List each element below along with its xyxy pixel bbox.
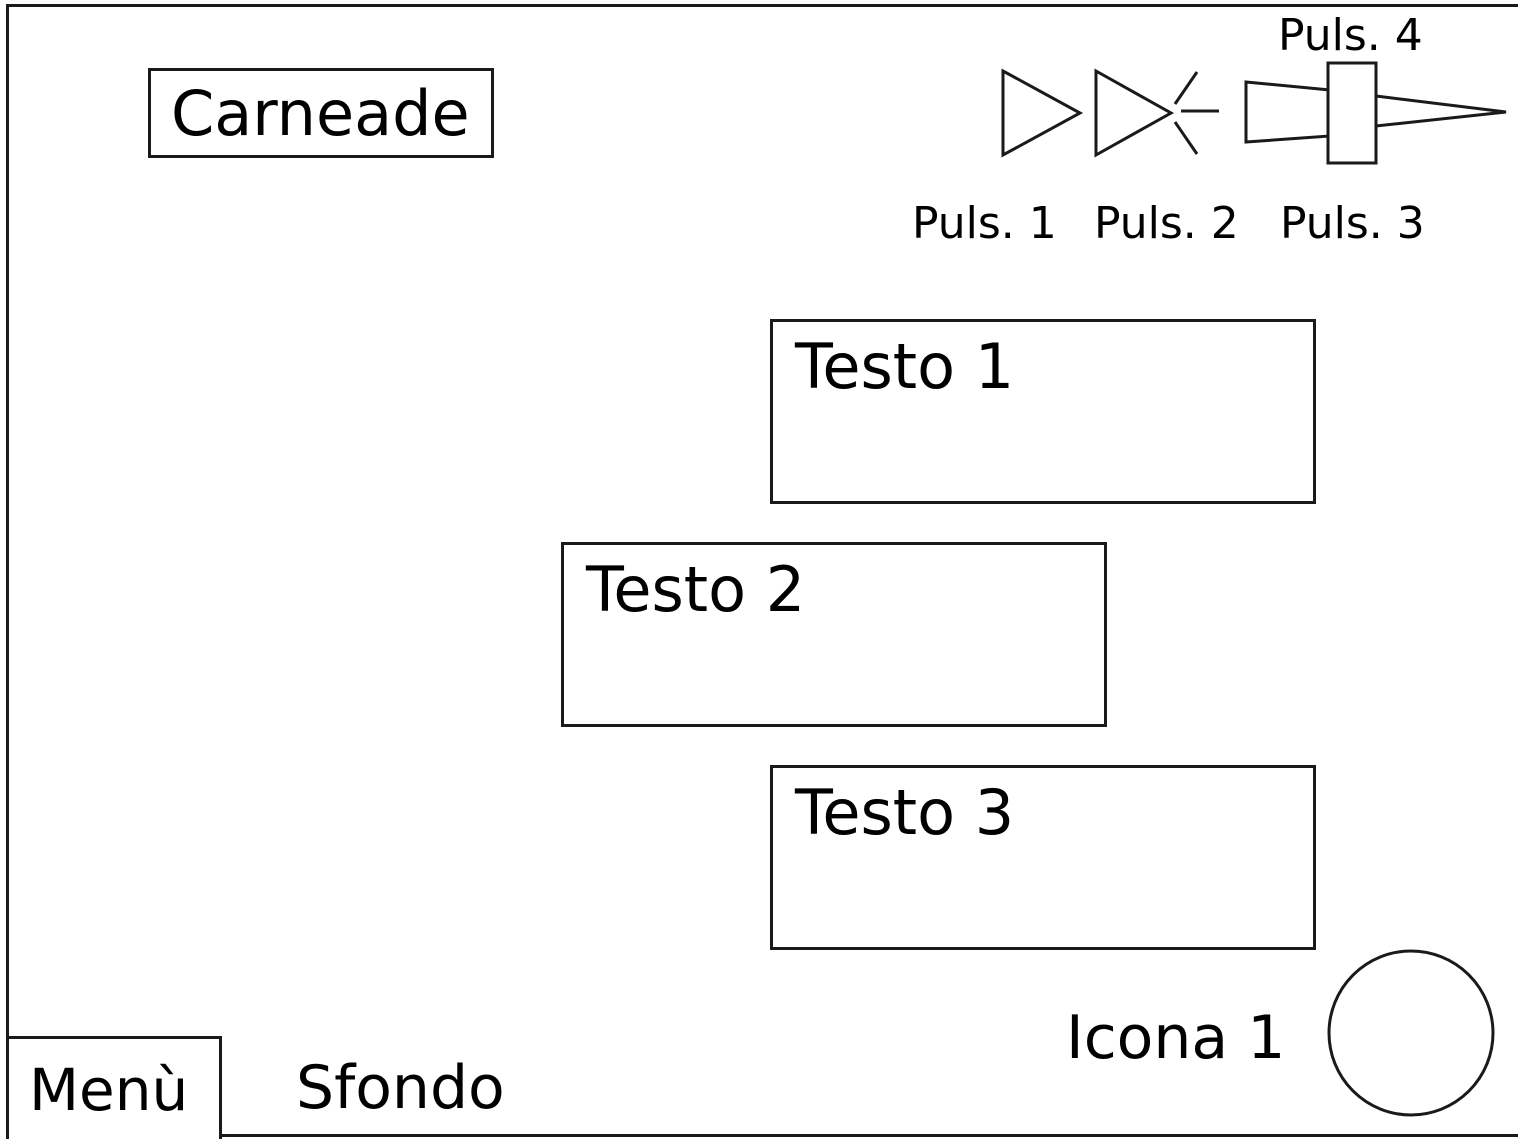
text-box-1[interactable]: Testo 1	[770, 319, 1316, 504]
play-icon[interactable]	[1000, 68, 1084, 158]
text-box-1-label: Testo 1	[795, 330, 1015, 403]
menu-label: Menù	[29, 1056, 189, 1124]
play-rays-icon[interactable]	[1093, 66, 1223, 160]
button-label-puls-1: Puls. 1	[912, 198, 1057, 249]
menu-button[interactable]: Menù	[6, 1036, 222, 1139]
horn-slider-icon[interactable]	[1242, 60, 1512, 166]
background-label: Sfondo	[296, 1053, 505, 1123]
button-label-puls-2: Puls. 2	[1094, 198, 1239, 249]
button-label-puls-4: Puls. 4	[1278, 10, 1423, 61]
icon-label: Icona 1	[1066, 1003, 1286, 1073]
text-box-3[interactable]: Testo 3	[770, 765, 1316, 950]
button-label-puls-3: Puls. 3	[1280, 198, 1425, 249]
text-box-2-label: Testo 2	[586, 553, 806, 626]
screen-frame	[6, 4, 1518, 1137]
text-box-3-label: Testo 3	[795, 776, 1015, 849]
title-box: Carneade	[148, 68, 494, 158]
circle-icon[interactable]	[1326, 948, 1496, 1118]
text-box-2[interactable]: Testo 2	[561, 542, 1107, 727]
app-title: Carneade	[171, 77, 470, 150]
